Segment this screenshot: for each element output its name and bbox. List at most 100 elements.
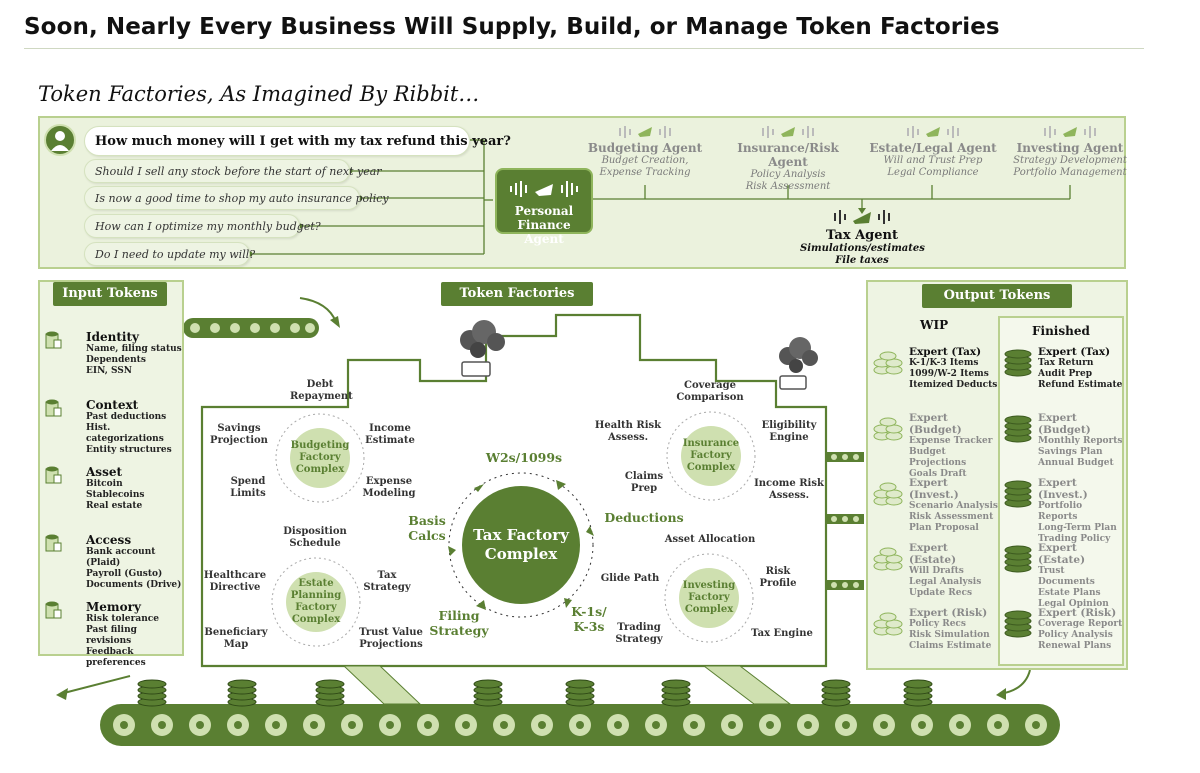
finished-line: Refund Estimate — [1038, 380, 1123, 390]
conveyor-gear-hub-icon — [158, 721, 166, 729]
agent-budgeting[interactable]: Budgeting Agent Budget Creation, Expense… — [580, 124, 710, 179]
finished-line: Long-Term Plan — [1038, 523, 1117, 533]
wip-item[interactable]: Expert (Risk) Policy Recs Risk Simulatio… — [872, 607, 998, 652]
wip-item[interactable]: Expert (Tax) K-1/K-3 Items 1099/W-2 Item… — [872, 346, 998, 391]
page-subtitle: Token Factories, As Imagined By Ribbit… — [38, 82, 480, 106]
conveyor-gear-hub-icon — [424, 721, 432, 729]
input-group-title: Memory — [86, 600, 141, 614]
wip-line: Expense Tracker — [909, 436, 993, 446]
node-k1s-k3s: K-1s/ K-3s — [571, 604, 607, 634]
finished-line: Trading Policy — [1038, 534, 1111, 544]
agent-name: Insurance/Risk Agent — [737, 141, 839, 169]
finished-title: Expert (Budget) — [1038, 412, 1091, 436]
node-tax-strategy: Tax Strategy — [363, 570, 411, 593]
agent-investing[interactable]: Investing Agent Strategy Development Por… — [1010, 124, 1130, 179]
conveyor-gear-hub-icon — [614, 721, 622, 729]
budgeting-hub[interactable]: Budgeting Factory Complex — [290, 428, 350, 488]
node-disposition-schedule: Disposition Schedule — [283, 526, 347, 549]
token-stack-icon — [821, 679, 851, 707]
personal-finance-agent[interactable]: Personal Finance Agent — [495, 168, 593, 246]
output-tokens-label: Output Tokens — [922, 284, 1072, 308]
token-stack-icon — [137, 679, 167, 707]
conveyor-gear-hub-icon — [196, 721, 204, 729]
input-group-access[interactable]: Access Bank account (Plaid) Payroll (Gus… — [44, 533, 184, 591]
agent-insurance-risk[interactable]: Insurance/Risk Agent Policy Analysis Ris… — [716, 124, 860, 193]
agent-estate-legal[interactable]: Estate/Legal Agent Will and Trust Prep L… — [868, 124, 998, 179]
input-line: Hist. categorizations — [86, 423, 164, 444]
agent-name: Estate/Legal Agent — [869, 141, 997, 155]
node-beneficiary-map: Beneficiary Map — [204, 627, 268, 650]
question-chip[interactable]: How can I optimize my monthly budget? — [84, 214, 321, 238]
investing-hub[interactable]: Investing Factory Complex — [679, 568, 739, 628]
finished-line: Annual Budget — [1038, 458, 1114, 468]
question-chip[interactable]: Do I need to update my will? — [84, 242, 255, 266]
agent-name: Investing Agent — [1016, 141, 1124, 155]
finished-item[interactable]: Expert (Tax) Tax Return Audit Prep Refun… — [1002, 346, 1124, 391]
agent-detail: Risk Assessment — [745, 181, 831, 192]
input-line: EIN, SSN — [86, 366, 133, 376]
wip-item[interactable]: Expert (Invest.) Scenario Analysis Risk … — [872, 477, 998, 534]
input-group-identity[interactable]: Identity Name, filing status Dependents … — [44, 330, 184, 377]
node-eligibility-engine: Eligibility Engine — [761, 420, 817, 443]
agent-name: Tax Agent — [825, 228, 899, 243]
input-line: Bitcoin — [86, 479, 123, 489]
wip-line: Policy Recs — [909, 619, 966, 629]
finished-item[interactable]: Expert (Estate) Trust Documents Estate P… — [1002, 542, 1124, 610]
tax-hub[interactable]: Tax Factory Complex — [462, 486, 580, 604]
conveyor-gear-hub-icon — [576, 721, 584, 729]
conveyor-gear-hub-icon — [690, 721, 698, 729]
wip-item[interactable]: Expert (Budget) Expense Tracker Budget P… — [872, 412, 998, 480]
input-group-asset[interactable]: Asset Bitcoin Stablecoins Real estate — [44, 465, 184, 512]
conveyor-gear-hub-icon — [500, 721, 508, 729]
input-line: Stablecoins — [86, 490, 145, 500]
agent-detail: Expense Tracking — [599, 167, 691, 178]
token-stack-icon — [1004, 349, 1032, 377]
input-line: Risk tolerance — [86, 614, 159, 624]
voice-wave-icon — [907, 126, 959, 138]
input-group-context[interactable]: Context Past deductions Hist. categoriza… — [44, 398, 184, 456]
conveyor-gear-hub-icon — [120, 721, 128, 729]
wip-title: Expert (Risk) — [909, 607, 988, 619]
token-stack-icon — [873, 612, 903, 636]
node-debt-repayment: Debt Repayment — [290, 379, 353, 402]
finished-item[interactable]: Expert (Risk) Coverage Report Policy Ana… — [1002, 607, 1124, 652]
agent-tax[interactable]: Tax Agent Simulations/estimates File tax… — [800, 208, 925, 267]
estate-hub[interactable]: Estate Planning Factory Complex — [286, 572, 346, 632]
input-line: Bank account (Plaid) — [86, 547, 156, 568]
conveyor-gear-hub-icon — [462, 721, 470, 729]
insurance-hub[interactable]: Insurance Factory Complex — [681, 426, 741, 486]
user-icon — [51, 131, 69, 151]
finished-line: Audit Prep — [1038, 369, 1093, 379]
wip-line: Risk Assessment — [909, 512, 994, 522]
question-main[interactable]: How much money will I get with my tax re… — [84, 126, 511, 156]
token-db-icon — [45, 601, 62, 619]
finished-line: Policy Analysis — [1038, 630, 1113, 640]
input-group-memory[interactable]: Memory Risk tolerance Past filing revisi… — [44, 600, 184, 669]
conveyor-gear-hub-icon — [918, 721, 926, 729]
node-income-risk-assess: Income Risk Assess. — [754, 478, 824, 501]
wip-line: Plan Proposal — [909, 523, 979, 533]
conveyor-gear-hub-icon — [842, 721, 850, 729]
conveyor-gear-hub-icon — [766, 721, 774, 729]
finished-item[interactable]: Expert (Budget) Monthly Reports Savings … — [1002, 412, 1124, 469]
finished-title: Expert (Risk) — [1038, 607, 1117, 619]
question-chip[interactable]: Should I sell any stock before the start… — [84, 159, 382, 183]
input-tokens-panel — [38, 280, 184, 656]
agent-name: Budgeting Agent — [587, 141, 703, 155]
wip-title: Expert (Tax) — [909, 346, 982, 358]
token-stack-icon — [227, 679, 257, 707]
finished-item[interactable]: Expert (Invest.) Portfolio Reports Long-… — [1002, 477, 1124, 545]
voice-wave-icon — [762, 126, 814, 138]
token-stack-icon — [873, 351, 903, 375]
voice-wave-icon — [619, 126, 671, 138]
voice-wave-icon — [834, 210, 890, 224]
question-chip[interactable]: Is now a good time to shop my auto insur… — [84, 186, 389, 210]
node-tax-engine: Tax Engine — [751, 628, 813, 639]
wip-line: Claims Estimate — [909, 641, 992, 651]
wip-item[interactable]: Expert (Estate) Will Drafts Legal Analys… — [872, 542, 998, 599]
conveyor-gear-hub-icon — [956, 721, 964, 729]
finished-line: Savings Plan — [1038, 447, 1103, 457]
input-group-title: Context — [86, 398, 139, 412]
wip-line: Budget Projections — [909, 447, 967, 468]
node-trading-strategy: Trading Strategy — [615, 622, 663, 645]
